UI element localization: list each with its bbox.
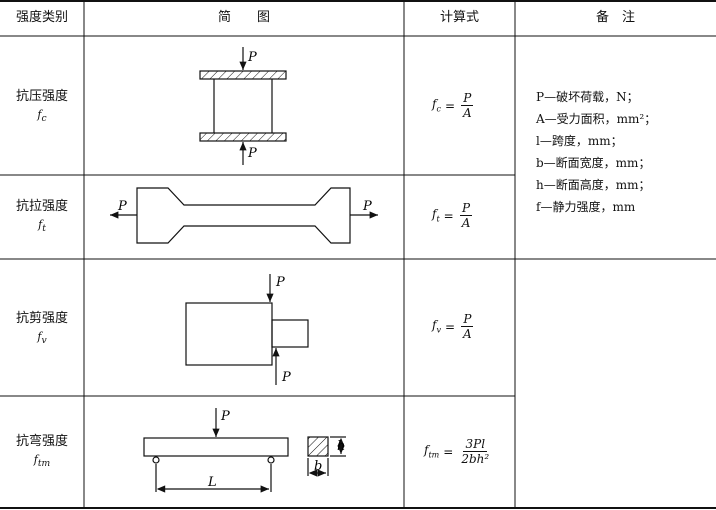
compression-load-top: P [247,50,257,65]
bending-specimen [143,408,346,493]
shear-specimen [185,274,309,385]
row-symbol: ft [38,218,46,235]
note-item: h—断面高度，mm； [536,178,651,192]
header-category: 强度类别 [15,10,68,25]
note-item: l—跨度，mm； [536,134,623,148]
note-item: P—破坏荷载，N； [536,90,639,104]
section-height-label: h [337,439,345,454]
shear-load-bottom: P [281,370,291,385]
compression-load-bottom: P [247,146,257,161]
note-item: b—断面宽度，mm； [536,156,651,170]
notes-list: P—破坏荷载，N； A—受力面积，mm²； l—跨度，mm； b—断面宽度，mm… [536,86,656,218]
row-bending-label: 抗弯强度 ftm [0,433,84,473]
bending-span-label: L [207,475,217,490]
row-name: 抗剪强度 [15,311,68,326]
tension-load-right: P [362,199,372,214]
row-symbol: fc [37,108,47,125]
row-shear-label: 抗剪强度 fv [0,310,84,350]
row-name: 抗弯强度 [15,434,68,449]
shear-load-top: P [275,275,285,290]
row-symbol: fv [37,330,47,347]
section-width-label: b [314,459,322,474]
header-formula: 计算式 [439,10,479,25]
bending-load: P [220,409,230,424]
row-name: 抗压强度 [15,89,68,104]
header-diagram: 简 图 [217,10,270,25]
row-symbol: ftm [33,453,51,470]
row-tension-label: 抗拉强度 ft [0,198,84,238]
tension-specimen [110,187,378,244]
compression-specimen [199,47,287,165]
header-notes: 备 注 [595,10,635,25]
note-item: A—受力面积，mm²； [536,112,657,126]
note-item: f—静力强度，mm [536,200,636,214]
row-compression-label: 抗压强度 fc [0,88,84,128]
tension-load-left: P [117,199,127,214]
row-name: 抗拉强度 [15,199,68,214]
